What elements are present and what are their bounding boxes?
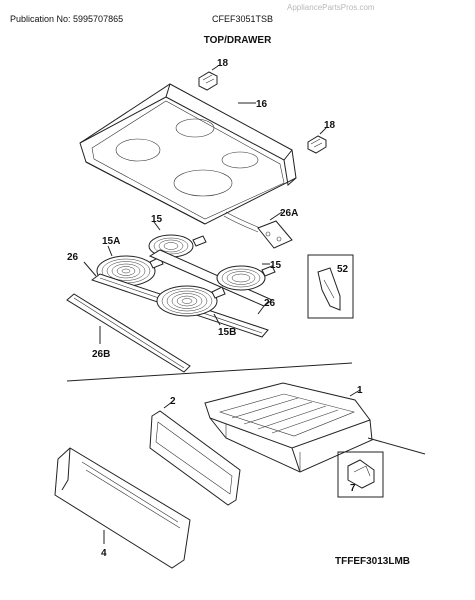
label-26-right: 26 <box>264 298 276 309</box>
label-15-right: 15 <box>270 260 282 271</box>
label-52: 52 <box>337 264 349 275</box>
section-title: TOP/DRAWER <box>203 35 272 46</box>
part-18-clip-top[interactable] <box>198 65 219 91</box>
label-15A: 15A <box>102 236 120 247</box>
watermark-text: AppliancePartsPros.com <box>287 3 375 12</box>
label-1: 1 <box>357 385 363 396</box>
part-2-drawer-frame[interactable] <box>149 410 241 506</box>
part-4-drawer-front[interactable] <box>54 447 191 569</box>
publication-number: Publication No: 5995707865 <box>10 14 124 24</box>
part-1-drawer[interactable] <box>204 382 373 473</box>
label-26-left: 26 <box>67 252 79 263</box>
label-18-right: 18 <box>324 120 336 131</box>
diagram-code: TFFEF3013LMB <box>335 556 411 567</box>
part-15-element-right[interactable] <box>216 265 276 291</box>
label-18-top: 18 <box>217 58 229 69</box>
label-15B: 15B <box>218 327 236 338</box>
label-26B: 26B <box>92 349 110 360</box>
part-18-clip-right[interactable] <box>307 127 327 154</box>
part-7-inset[interactable] <box>337 451 384 498</box>
part-15B-element[interactable] <box>156 285 226 317</box>
label-4: 4 <box>101 548 107 559</box>
part-26B-rail[interactable] <box>66 293 191 373</box>
part-26A-harness[interactable] <box>223 211 293 249</box>
label-16: 16 <box>256 99 268 110</box>
part-52-inset[interactable] <box>307 254 354 319</box>
model-number: CFEF3051TSB <box>212 14 274 24</box>
label-2: 2 <box>170 396 176 407</box>
label-26A: 26A <box>280 208 298 219</box>
part-16-cooktop[interactable] <box>79 83 297 225</box>
section-divider <box>66 362 353 382</box>
label-15-top: 15 <box>151 214 163 225</box>
label-7: 7 <box>350 483 356 494</box>
